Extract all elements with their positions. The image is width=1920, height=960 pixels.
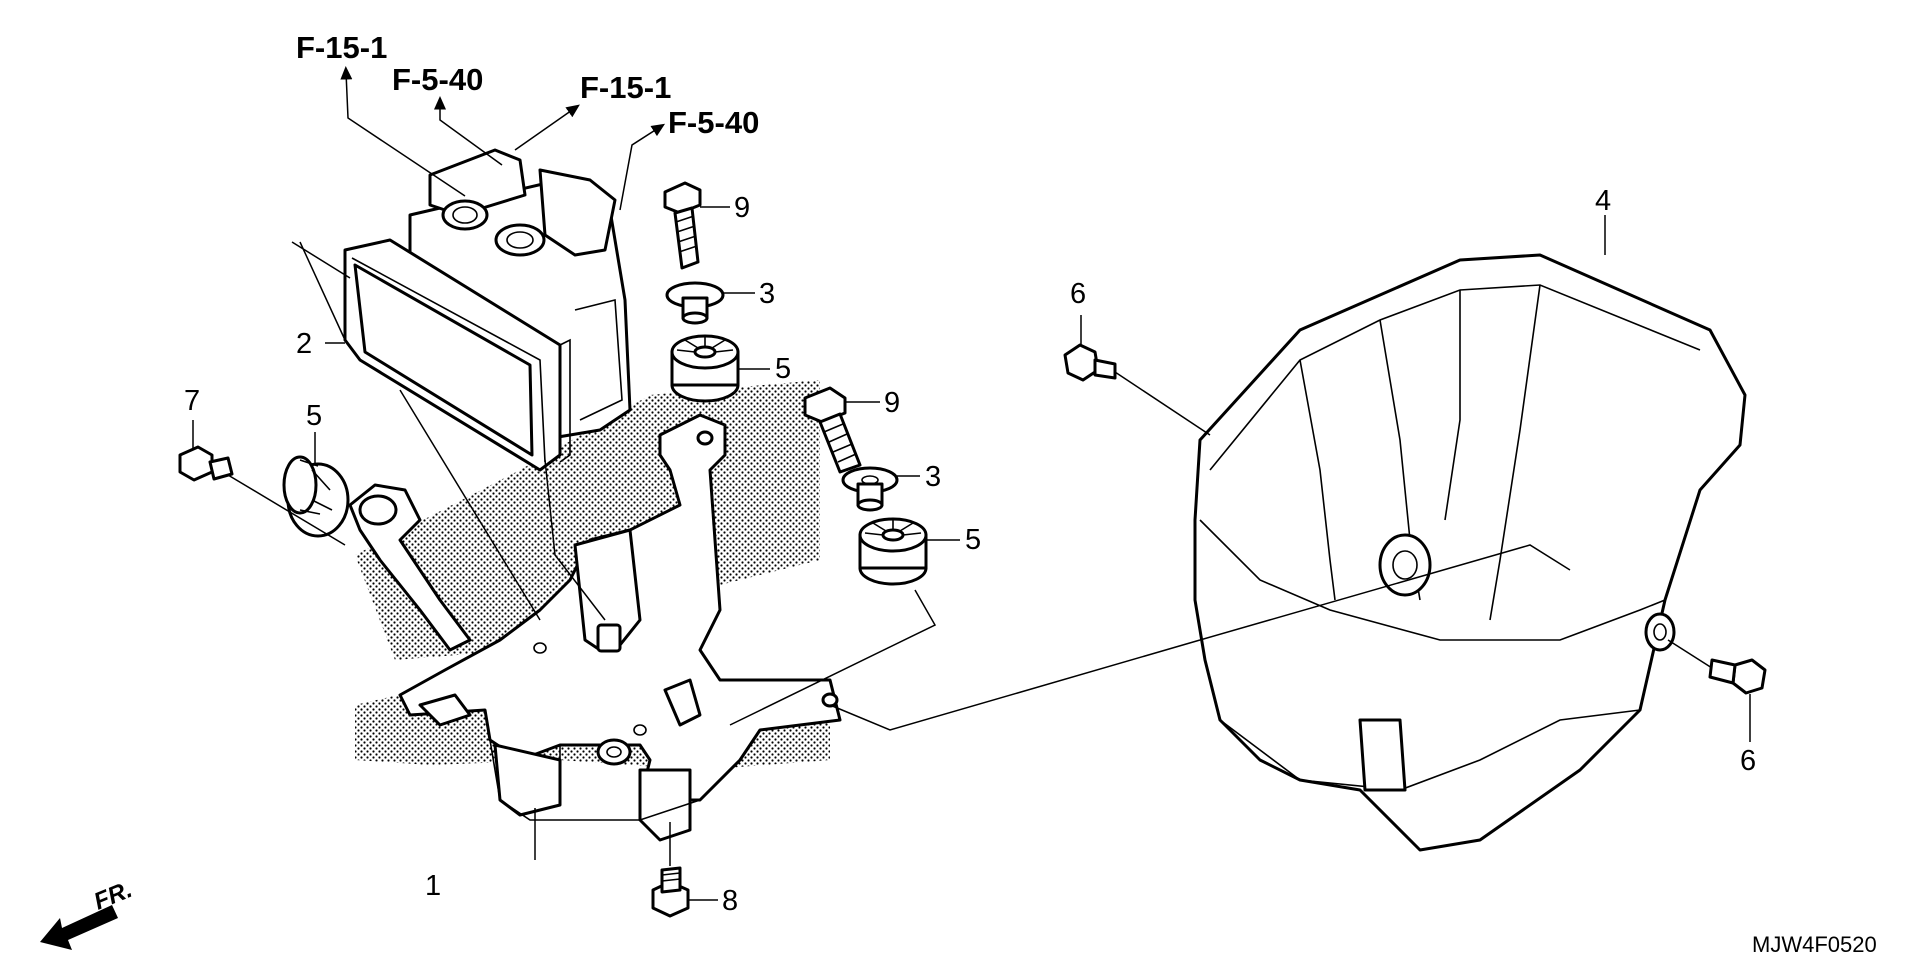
front-indicator-label: FR. xyxy=(90,876,136,916)
callout-9-upper: 9 xyxy=(734,192,750,224)
callout-2: 2 xyxy=(296,328,312,360)
ref-f5-40-left[interactable]: F-5-40 xyxy=(392,62,483,97)
front-direction-arrow xyxy=(40,905,118,950)
callout-5-upper: 5 xyxy=(775,353,791,385)
washer-3-upper xyxy=(665,281,725,325)
grommet-5-left xyxy=(282,455,350,538)
bolt-9-upper xyxy=(663,181,702,270)
diagram-code: MJW4F0520 xyxy=(1752,932,1877,957)
screw-6-lower xyxy=(1708,658,1767,695)
callout-7: 7 xyxy=(184,385,200,417)
callout-5-left: 5 xyxy=(306,400,322,432)
ref-f5-40-right[interactable]: F-5-40 xyxy=(668,105,759,140)
abs-modulator-unit xyxy=(343,148,632,472)
callout-3-upper: 3 xyxy=(759,278,775,310)
callout-9-middle: 9 xyxy=(884,387,900,419)
callout-5-middle: 5 xyxy=(965,524,981,556)
ref-f15-1-right[interactable]: F-15-1 xyxy=(580,70,671,105)
abs-cover xyxy=(1193,253,1747,852)
callout-numbers: 1 2 3 3 4 5 5 5 6 6 7 8 9 9 xyxy=(184,185,1756,917)
abs-bracket xyxy=(348,413,842,842)
front-arrow-icon xyxy=(40,905,118,950)
leader-lines xyxy=(192,66,1751,901)
callout-8: 8 xyxy=(722,885,738,917)
washer-3-middle xyxy=(841,466,899,512)
grommet-5-upper xyxy=(670,334,740,403)
callout-6-lower: 6 xyxy=(1740,745,1756,777)
grommet-5-middle xyxy=(858,517,928,586)
reference-labels: F-15-1 F-5-40 F-15-1 F-5-40 xyxy=(296,30,759,140)
screw-6-upper xyxy=(1063,343,1117,382)
callout-3-middle: 3 xyxy=(925,461,941,493)
callout-6-upper: 6 xyxy=(1070,278,1086,310)
callout-1: 1 xyxy=(425,870,441,902)
bolt-7 xyxy=(178,445,234,482)
bolt-8 xyxy=(651,866,690,918)
bolt-9-middle xyxy=(803,386,862,474)
callout-4: 4 xyxy=(1595,185,1611,217)
ref-f15-1-left[interactable]: F-15-1 xyxy=(296,30,387,65)
